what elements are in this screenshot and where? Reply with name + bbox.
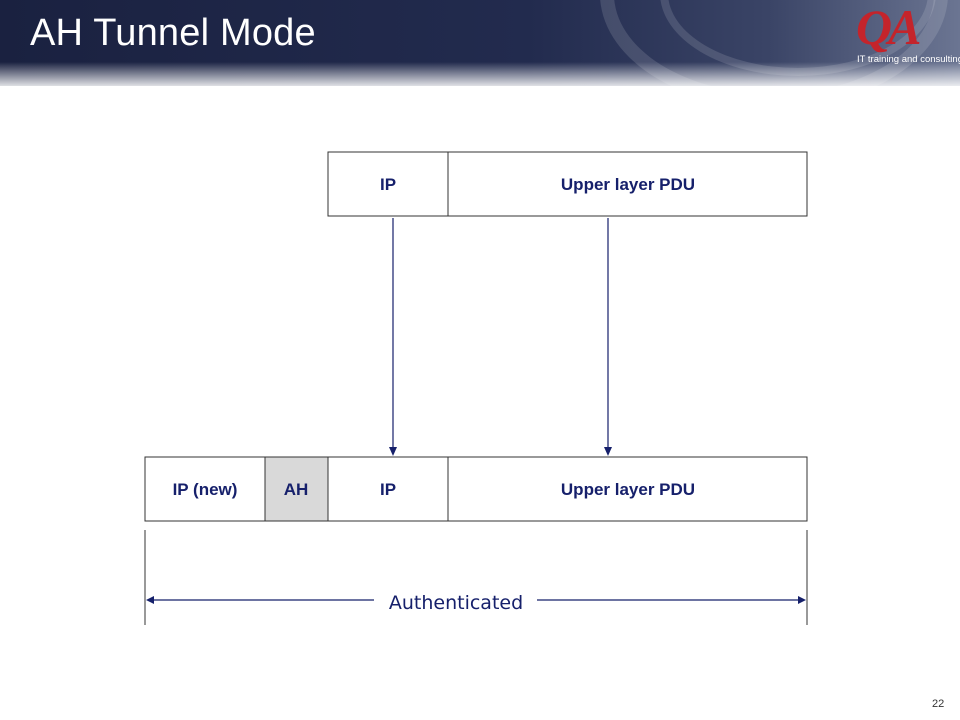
- inner-pdu-cell: [447, 456, 808, 522]
- ah-cell: [264, 456, 329, 522]
- qa-logo: QA: [856, 0, 921, 55]
- inner-pdu-label: Upper layer PDU: [561, 480, 695, 499]
- original-pdu-cell: [447, 151, 808, 217]
- authenticated-span: Authenticated: [144, 530, 808, 625]
- pdu-arrowhead: [604, 447, 612, 456]
- ah-label: AH: [284, 480, 309, 499]
- header-fade: [0, 62, 960, 96]
- logo-tagline: IT training and consulting: [857, 54, 960, 65]
- authenticated-label: Authenticated: [389, 592, 523, 614]
- new-ip-label: IP (new): [173, 480, 238, 499]
- inner-ip-label: IP: [380, 480, 396, 499]
- ip-arrowhead: [389, 447, 397, 456]
- original-ip-label: IP: [380, 175, 396, 194]
- tunnel-packet: IP (new) AH IP Upper layer PDU: [144, 456, 808, 522]
- original-pdu-label: Upper layer PDU: [561, 175, 695, 194]
- original-packet: IP Upper layer PDU: [327, 151, 808, 217]
- span-arrowhead-left: [146, 596, 154, 604]
- span-arrowhead-right: [798, 596, 806, 604]
- new-ip-cell: [144, 456, 266, 522]
- slide-title: AH Tunnel Mode: [30, 12, 316, 54]
- inner-ip-cell: [327, 456, 449, 522]
- page-number: 22: [932, 698, 945, 710]
